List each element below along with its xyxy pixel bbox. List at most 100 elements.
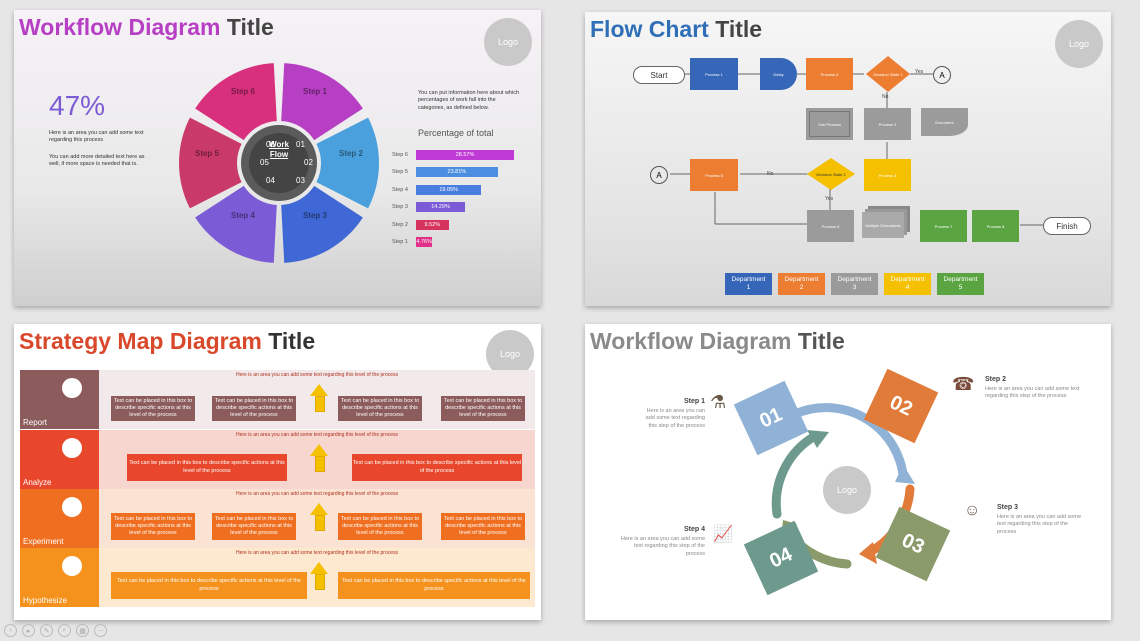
process-7-box: Process 7 <box>920 210 967 242</box>
logo-placeholder: Logo <box>823 466 871 514</box>
up-arrow-icon <box>310 562 328 574</box>
wheel-step-label: Step 1 <box>302 86 327 96</box>
bar-value: 9.52% <box>416 219 449 230</box>
percent-highlight: 47% <box>49 90 106 121</box>
slides-icon[interactable]: ▦ <box>76 624 89 637</box>
workflow-wheel <box>179 63 379 263</box>
chart-description: You can put information here about which… <box>418 90 520 111</box>
bar-category-label: Step 3 <box>392 204 408 211</box>
wheel-segment-2 <box>316 117 379 209</box>
gear-number: 03 <box>296 176 305 185</box>
row-side-label: Analyze <box>20 430 99 489</box>
up-arrow-icon <box>310 503 328 515</box>
gear-number: 02 <box>304 158 313 167</box>
strategy-row-report: Report Here is an area you can add some t… <box>20 370 535 429</box>
bar-category-label: Step 6 <box>392 152 408 158</box>
wheel-step-label: Step 6 <box>230 86 255 96</box>
more-icon[interactable]: ⋯ <box>94 624 107 637</box>
pen-icon[interactable]: ✎ <box>40 624 53 637</box>
wheel-step-label: Step 3 <box>302 211 327 221</box>
strategy-row-experiment: Experiment Here is an area you can add so… <box>20 489 535 548</box>
action-text-box: Text can be placed in this box to descri… <box>441 396 525 421</box>
zoom-icon[interactable]: ⌕ <box>58 624 71 637</box>
start-terminator: Start <box>633 66 685 84</box>
action-text-box: Text can be placed in this box to descri… <box>441 513 525 540</box>
prev-icon[interactable]: ‹ <box>4 624 17 637</box>
wheel-segment-6 <box>195 63 277 141</box>
flow-connectors <box>670 73 1043 226</box>
step-title: Step 1 <box>683 398 705 405</box>
play-icon[interactable]: ▸ <box>22 624 35 637</box>
action-text-box: Text can be placed in this box to descri… <box>127 454 287 481</box>
row-side-label: Report <box>20 370 99 429</box>
process-1-box: Process 1 <box>690 58 738 90</box>
headset-icon: ☎ <box>952 374 975 394</box>
level-description: Here is an area you can add some text re… <box>235 491 399 497</box>
action-text-box: Text can be placed in this box to descri… <box>338 572 530 599</box>
wheel-step-label: Step 2 <box>338 149 363 158</box>
step-description: Here is an area you can add some text re… <box>985 386 1080 400</box>
logo-placeholder: Logo <box>1055 20 1103 68</box>
finish-terminator: Finish <box>1043 217 1091 235</box>
no-label-1: No <box>882 94 889 100</box>
team-icon: ☺ <box>964 502 981 519</box>
desc-text-1: Here is an area you can add some text re… <box>49 130 144 144</box>
action-text-box: Text can be placed in this box to descri… <box>338 513 422 540</box>
gear-number: 05 <box>260 158 269 167</box>
process-4-box: Process 4 <box>864 159 911 191</box>
action-text-box: Text can be placed in this box to descri… <box>111 572 307 599</box>
wheel-step-label: Step 5 <box>194 149 219 158</box>
delay-shape: Delay <box>760 58 797 90</box>
logo-placeholder: Logo <box>484 18 532 66</box>
bar-value: 14.29% <box>416 202 466 213</box>
document-shape: Document <box>921 108 968 136</box>
wheel-segment-1 <box>281 63 363 141</box>
no-label-2: No <box>767 171 774 177</box>
slide4-title: Workflow Diagram Title <box>590 328 845 354</box>
slide2-title: Flow Chart Title <box>590 16 763 42</box>
up-arrow-stem <box>315 456 325 472</box>
decision-2-diamond: Decision State 2 <box>807 158 855 190</box>
row-side-label: Experiment <box>20 489 99 548</box>
bar-value: 28.57% <box>416 150 515 160</box>
slide-flow-chart[interactable]: Flow Chart Title Logo Start Process 1 De… <box>585 12 1111 306</box>
action-text-box: Text can be placed in this box to descri… <box>212 513 296 540</box>
yes-label-2: Yes <box>825 196 834 202</box>
action-text-box: Text can be placed in this box to descri… <box>338 396 422 421</box>
up-arrow-stem <box>315 396 325 412</box>
multiple-documents-shape: Multiple Documents <box>862 206 912 238</box>
wheel-segment-3 <box>281 185 363 263</box>
slide-workflow-pie[interactable]: Workflow Diagram Title Logo 47% Here is … <box>14 10 541 306</box>
gear-number: 04 <box>266 176 275 185</box>
up-arrow-icon <box>310 444 328 456</box>
bar-category-label: Step 4 <box>392 186 408 193</box>
step-description: Here is an area you can add some text re… <box>997 514 1082 535</box>
process-2-box: Process 2 <box>806 58 853 90</box>
level-description: Here is an area you can add some text re… <box>235 372 399 378</box>
process-3-box: Process 3 <box>864 108 911 140</box>
flask-icon: ⚗ <box>710 392 727 412</box>
action-text-box: Text can be placed in this box to descri… <box>352 454 522 481</box>
bar-value: 23.81% <box>416 167 498 178</box>
up-arrow-stem <box>315 574 325 590</box>
wheel-segment-4 <box>195 185 277 263</box>
step-title: Step 3 <box>997 504 1019 511</box>
row-icon <box>62 438 82 458</box>
slide3-title: Strategy Map Diagram Title <box>19 328 316 354</box>
bar-category-label: Step 2 <box>392 221 408 228</box>
level-description: Here is an area you can add some text re… <box>235 550 399 556</box>
row-icon <box>62 556 82 576</box>
action-text-box: Text can be placed in this box to descri… <box>111 396 195 421</box>
desc-text-2: You can add more detailed text here as w… <box>49 154 145 168</box>
bar-category-label: Step 5 <box>392 169 408 176</box>
